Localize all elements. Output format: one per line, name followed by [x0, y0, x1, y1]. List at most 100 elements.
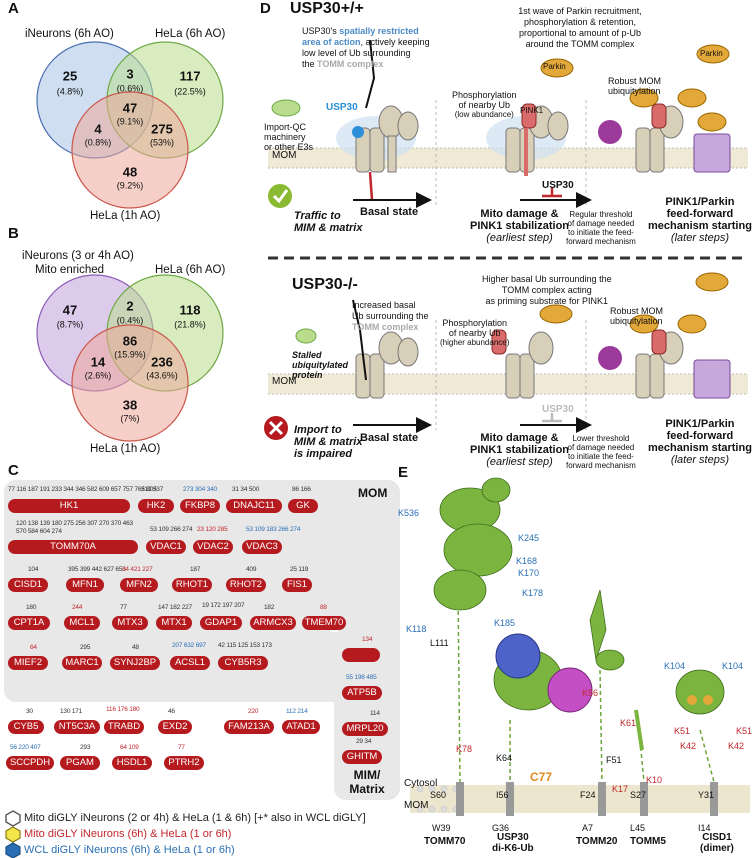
- protein-mief2: MIEF2: [8, 656, 48, 670]
- sites-sccpdh: 56 220 407: [10, 744, 41, 751]
- tom-complex-damage: [486, 103, 569, 176]
- protein-hsdl1: HSDL1: [112, 756, 152, 770]
- parkin-label-wave: Parkin: [543, 62, 566, 71]
- mom-label-e: MOM: [404, 800, 429, 811]
- sites-mfn2: 84 421 227: [122, 566, 153, 573]
- sites-ptrh2: 77: [178, 744, 185, 751]
- protein-pgam: PGAM: [60, 756, 100, 770]
- cisd1-structure: [675, 669, 725, 715]
- protein-exd2: EXD2: [158, 720, 192, 734]
- protein-rhot1: RHOT1: [172, 578, 212, 592]
- sites-vdac2: 23 120 285: [197, 526, 228, 533]
- legend-marker-white: [5, 810, 21, 827]
- panel-label-c: C: [8, 462, 19, 479]
- res-k245: K245: [518, 533, 540, 543]
- sites-tmem70: 88: [320, 604, 327, 611]
- label-tomm70: TOMM70: [424, 836, 466, 847]
- protein-gdap1: GDAP1: [200, 616, 242, 630]
- venn-a-region-count: 3: [126, 66, 134, 82]
- sites-fkbp8: 273 304 340: [183, 486, 217, 493]
- protein-cpt1a: CPT1A: [8, 616, 50, 630]
- venn-a-region-count: 25: [62, 68, 78, 84]
- legend-marker-blue: [5, 842, 21, 858]
- res-k104a: K104: [664, 661, 686, 671]
- panel-d-schematic: [264, 39, 748, 440]
- venn-b-circle-3: [71, 324, 189, 442]
- sites-mrpl20: 114: [370, 710, 380, 717]
- protein-mtx1: MTX1: [156, 616, 192, 630]
- mom-membrane-e: [410, 785, 750, 813]
- res-k104b: K104: [722, 661, 744, 671]
- c77-label: C77: [530, 770, 553, 784]
- parkin-top-wave: [540, 58, 574, 78]
- protein-mcl1: MCL1: [64, 616, 100, 630]
- venn-a-region-pct: (9.1%): [116, 116, 144, 127]
- protein-sccpdh: SCCPDH: [6, 756, 54, 770]
- res-k42b: K42: [728, 741, 745, 751]
- damage-label-ko: Mito damage &PINK1 stabilization(earlies…: [470, 432, 570, 468]
- protein-cisd1: CISD1: [8, 578, 48, 592]
- res-k170: K170: [518, 568, 540, 578]
- venn-b-diagram: [36, 274, 224, 442]
- venn-a-region-pct: (0.6%): [116, 83, 144, 94]
- venn-b-region-pct: (0.4%): [116, 315, 144, 326]
- usp30-inhibit-label: USP30: [542, 180, 574, 191]
- venn-b-set-1: iNeurons (3 or 4h AO): [22, 250, 134, 262]
- res-y31: Y31: [698, 790, 715, 800]
- cytosol-label: Cytosol: [404, 778, 438, 789]
- sites-fam213a: 220: [248, 708, 259, 715]
- protein-tmem70: TMEM70: [302, 616, 346, 630]
- tm-helix-tomm5: [640, 782, 648, 816]
- venn-b-region-pct: (7%): [120, 413, 140, 424]
- mom-label-top: MOM: [272, 150, 297, 161]
- protein-mfn1: MFN1: [66, 578, 104, 592]
- res-w39: W39: [432, 823, 451, 833]
- sites-atad1: 112 214: [286, 708, 308, 715]
- res-k17: K17: [612, 784, 629, 794]
- ko-title: USP30-/-: [292, 276, 358, 293]
- res-k10: K10: [646, 775, 663, 785]
- res-k178: K178: [522, 588, 544, 598]
- sites-mief2: 64: [30, 644, 37, 651]
- venn-a-diagram: [36, 41, 224, 209]
- tom-complex-feedforward-ko: [598, 272, 731, 399]
- sites-cyb5r3: 42 115 125 153 173: [218, 642, 272, 649]
- usp30-ko-label: USP30: [542, 404, 574, 415]
- sites-gdap1: 19 172 197 207: [202, 602, 245, 609]
- tm-helix-cisd1: [710, 782, 718, 816]
- usp30-structure: [493, 633, 593, 713]
- sites-exd2: 46: [168, 708, 175, 715]
- protein-tomm70a: TOMM70A: [8, 540, 138, 554]
- tm-helix-usp30: [506, 782, 514, 816]
- venn-b-region-count: 38: [122, 397, 138, 413]
- legend-item-3: WCL diGLY iNeurons (6h) & HeLa (1 or 6h): [24, 844, 235, 856]
- protein-fkbp8: FKBP8: [180, 499, 220, 513]
- usp30-area-note: USP30's spatially restricted area of act…: [302, 26, 430, 69]
- venn-a-region-count: 47: [122, 100, 138, 116]
- protein-nt5c3a: NT5C3A: [54, 720, 100, 734]
- sites-cyb5: 30: [26, 708, 33, 715]
- protein-atad1: ATAD1: [282, 720, 320, 734]
- parkin-label-free: Parkin: [700, 49, 723, 58]
- venn-a-region-pct: (53%): [149, 137, 175, 148]
- protein-fam213a: FAM213A: [224, 720, 274, 734]
- sites-hk1: 77 116 187 191 233 344 346 582 609 657 7…: [8, 486, 157, 493]
- tomm20-structure: [589, 589, 625, 671]
- protein-acsl1: ACSL1: [170, 656, 210, 670]
- protein-mrpl20: MRPL20: [342, 722, 388, 736]
- venn-a-circle-3: [71, 91, 189, 209]
- res-k78: K78: [456, 744, 473, 754]
- sites-rhot2: 409: [246, 566, 257, 573]
- venn-b-region-pct: (15.9%): [114, 349, 146, 360]
- sites-marc1: 295: [80, 644, 91, 651]
- protein-synj2bp: SYNJ2BP: [110, 656, 160, 670]
- res-k185: K185: [494, 618, 516, 628]
- sites-nt5c3a: 130 171: [60, 708, 83, 715]
- sites-tomm70a: 120 138 139 180 275 256 307 270 370 463 …: [16, 520, 133, 535]
